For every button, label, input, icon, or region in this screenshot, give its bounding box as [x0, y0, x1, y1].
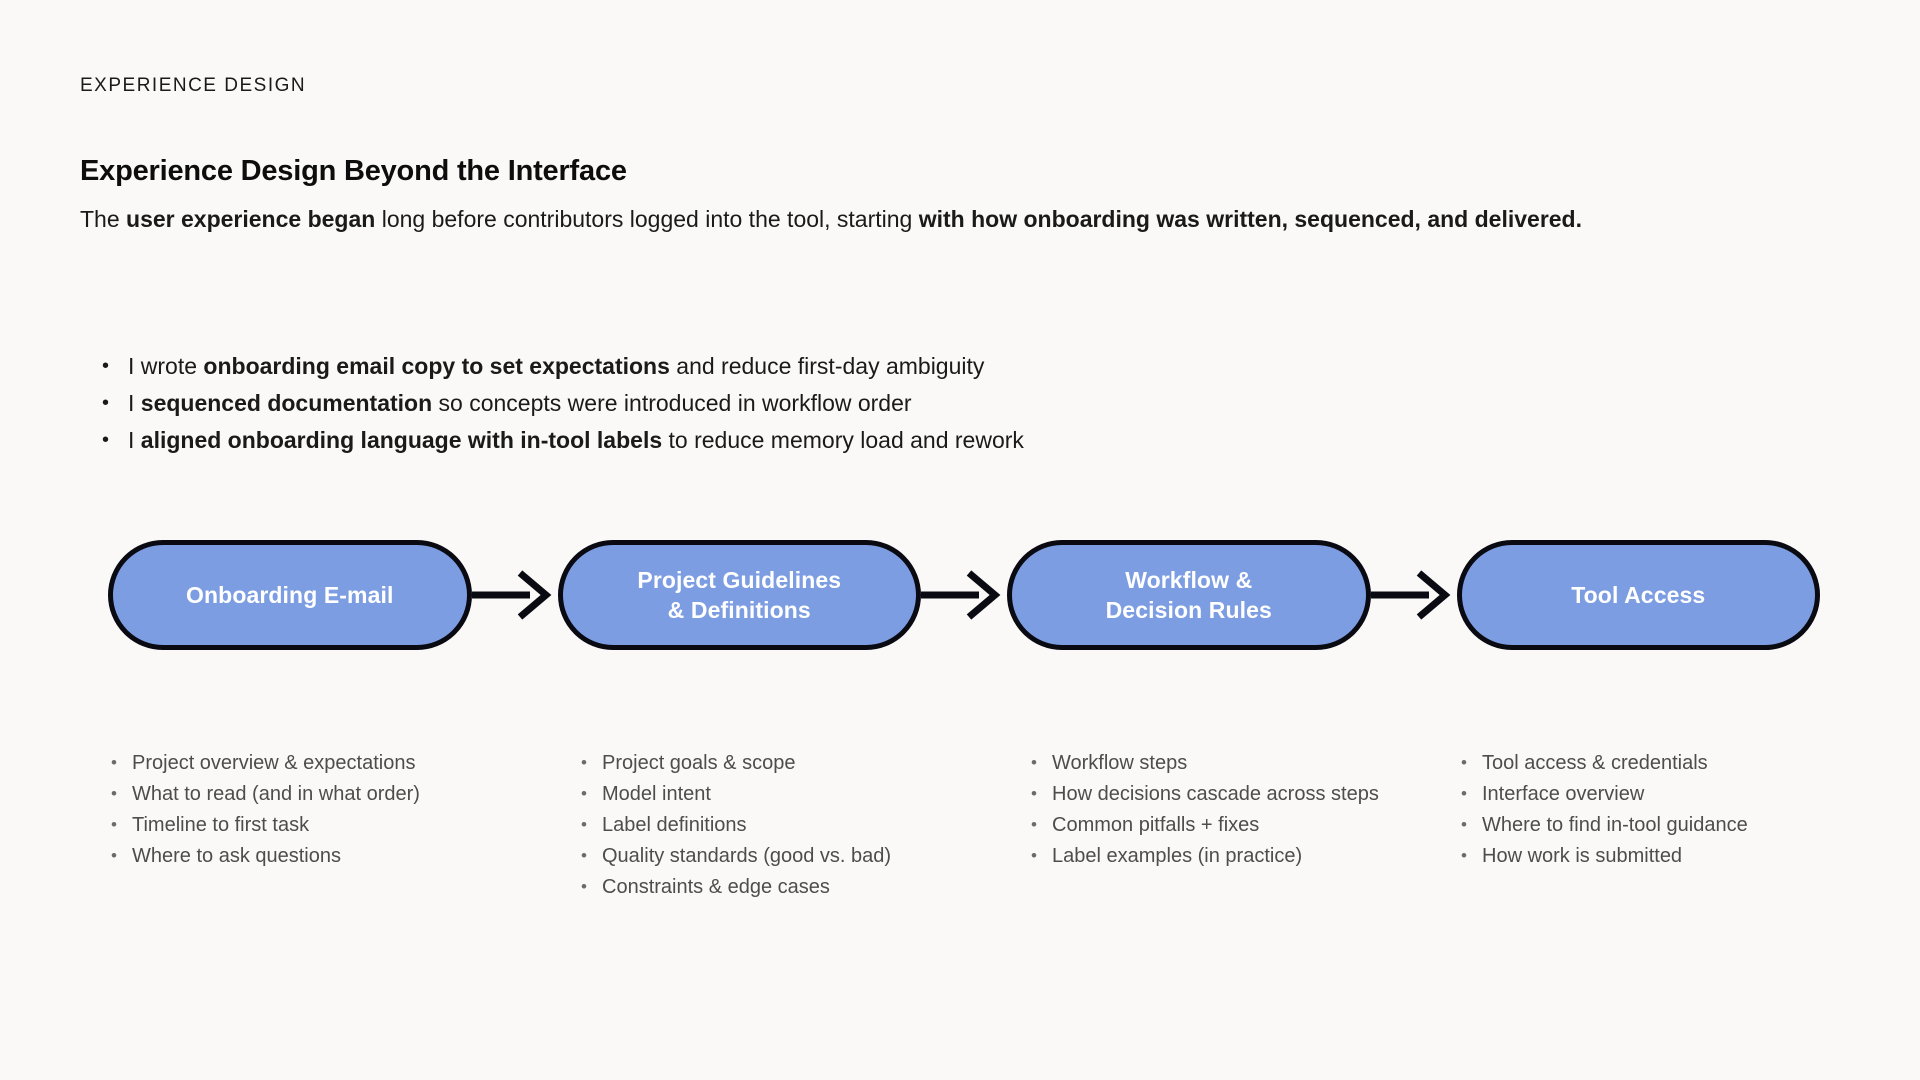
- flow-detail-columns: Project overview & expectationsWhat to r…: [108, 747, 1868, 903]
- arrow-right-icon: [921, 565, 1007, 625]
- list-item: Model intent: [578, 778, 1008, 810]
- detail-column-project-guidelines: Project goals & scopeModel intentLabel d…: [578, 747, 1028, 903]
- list-item: Tool access & credentials: [1458, 747, 1868, 779]
- list-item: Where to find in-tool guidance: [1458, 809, 1868, 841]
- flow-node-label: Project Guidelines & Definitions: [637, 567, 842, 623]
- list-item: Label definitions: [578, 809, 1008, 841]
- flow-node-label: Onboarding E-mail: [186, 582, 394, 608]
- arrow-right-icon: [1370, 565, 1457, 625]
- list-item: Quality standards (good vs. bad): [578, 840, 1008, 872]
- flow-node-label: Tool Access: [1571, 582, 1706, 608]
- flow-node-project-guidelines[interactable]: Project Guidelines & Definitions: [557, 540, 921, 650]
- list-item: How work is submitted: [1458, 840, 1868, 872]
- list-item: Workflow steps: [1028, 747, 1434, 779]
- list-item: Constraints & edge cases: [578, 871, 1008, 903]
- list-item: Common pitfalls + fixes: [1028, 809, 1434, 841]
- flow-node-label: Workflow & Decision Rules: [1105, 567, 1272, 623]
- list-item: I aligned onboarding language with in-to…: [98, 422, 1698, 459]
- detail-list: Project goals & scopeModel intentLabel d…: [578, 747, 1008, 903]
- intro-paragraph: The user experience began long before co…: [80, 206, 1582, 232]
- detail-list: Project overview & expectationsWhat to r…: [108, 747, 558, 872]
- detail-column-workflow-decision-rules: Workflow stepsHow decisions cascade acro…: [1028, 747, 1458, 903]
- list-item: Timeline to first task: [108, 809, 558, 841]
- detail-column-tool-access: Tool access & credentialsInterface overv…: [1458, 747, 1868, 903]
- list-item: Where to ask questions: [108, 840, 558, 872]
- list-item: How decisions cascade across steps: [1028, 778, 1434, 810]
- list-item: I wrote onboarding email copy to set exp…: [98, 348, 1698, 385]
- list-item: What to read (and in what order): [108, 778, 558, 810]
- list-item: I sequenced documentation so concepts we…: [98, 385, 1698, 422]
- page-title: Experience Design Beyond the Interface: [80, 155, 627, 187]
- list-item: Interface overview: [1458, 778, 1868, 810]
- detail-column-onboarding-email: Project overview & expectationsWhat to r…: [108, 747, 578, 903]
- detail-list: Workflow stepsHow decisions cascade acro…: [1028, 747, 1434, 872]
- onboarding-flow-diagram: Onboarding E-mail Project Guidelines & D…: [108, 534, 1820, 656]
- list-item: Project goals & scope: [578, 747, 1008, 779]
- list-item: Label examples (in practice): [1028, 840, 1434, 872]
- eyebrow-label: EXPERIENCE DESIGN: [80, 75, 307, 96]
- detail-list: Tool access & credentialsInterface overv…: [1458, 747, 1868, 872]
- list-item: Project overview & expectations: [108, 747, 558, 779]
- flow-node-tool-access[interactable]: Tool Access: [1456, 540, 1820, 650]
- flow-node-workflow-decision-rules[interactable]: Workflow & Decision Rules: [1007, 540, 1371, 650]
- main-bullet-list: I wrote onboarding email copy to set exp…: [98, 348, 1698, 459]
- flow-node-onboarding-email[interactable]: Onboarding E-mail: [108, 540, 472, 650]
- arrow-right-icon: [471, 565, 558, 625]
